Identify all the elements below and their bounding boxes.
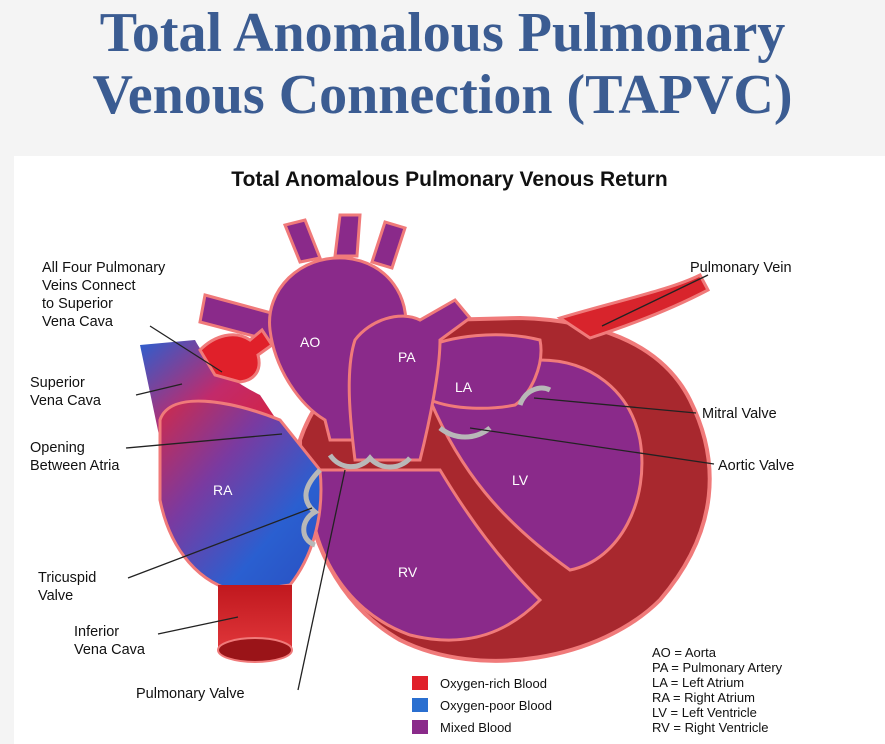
leader-ivc (157, 616, 239, 635)
aorta-branch-2 (333, 213, 362, 258)
legend-label-mixed: Mixed Blood (440, 720, 512, 735)
leader-pulm-vein (601, 274, 709, 327)
legend: Oxygen-rich Blood Oxygen-poor Blood Mixe… (412, 676, 552, 735)
label-tricuspid-2: Valve (38, 588, 73, 604)
label-ivc-2: Vena Cava (74, 642, 146, 658)
leader-opening (125, 433, 283, 449)
label-four-veins-3: to Superior (42, 296, 113, 312)
legend-swatch-oxygen-poor (412, 698, 428, 712)
aorta-branch-3 (370, 220, 407, 270)
label-opening-1: Opening (30, 440, 85, 456)
legend-label-oxygen-poor: Oxygen-poor Blood (440, 698, 552, 713)
abbreviations: AO = Aorta PA = Pulmonary Artery LA = Le… (652, 645, 783, 735)
mitral-valve (517, 385, 552, 406)
leader-four-veins (149, 325, 223, 373)
label-pulmonary-vein: Pulmonary Vein (690, 260, 792, 276)
pulmonary-valve (327, 453, 412, 470)
slide-title-line-2: Venous Connection (TAPVC) (92, 64, 793, 126)
abbrev-ao: AO = Aorta (652, 645, 717, 660)
leader-aortic (469, 427, 715, 465)
chamber-label-pa: PA (398, 349, 416, 365)
leader-tricuspid (127, 507, 313, 579)
legend-swatch-mixed (412, 720, 428, 734)
chamber-label-lv: LV (512, 472, 529, 488)
leader-mitral (533, 397, 697, 414)
leader-svc (135, 383, 183, 396)
label-mitral-valve: Mitral Valve (702, 406, 777, 422)
chamber-label-rv: RV (398, 564, 418, 580)
label-opening-2: Between Atria (30, 458, 120, 474)
inferior-vena-cava-opening (217, 637, 293, 663)
tricuspid-valve (301, 468, 322, 548)
right-atrium (158, 399, 323, 594)
inferior-vena-cava (218, 585, 292, 650)
abbrev-rv: RV = Right Ventricle (652, 720, 768, 735)
label-four-veins-4: Vena Cava (42, 314, 114, 330)
legend-swatch-oxygen-rich (412, 676, 428, 690)
abbrev-ra: RA = Right Atrium (652, 690, 755, 705)
abbrev-lv: LV = Left Ventricle (652, 705, 757, 720)
right-ventricle (308, 468, 543, 642)
label-four-veins-2: Veins Connect (42, 278, 136, 294)
chamber-label-ra: RA (213, 482, 233, 498)
left-atrium (418, 333, 543, 410)
chamber-label-ao: AO (300, 334, 320, 350)
chamber-label-la: LA (455, 379, 473, 395)
label-svc-2: Vena Cava (30, 393, 102, 409)
label-ivc-1: Inferior (74, 624, 119, 640)
legend-label-oxygen-rich: Oxygen-rich Blood (440, 676, 547, 691)
leader-pulm-valve (297, 469, 346, 691)
label-tricuspid-1: Tricuspid (38, 570, 96, 586)
aorta-branch-1 (282, 218, 323, 264)
slide-title: Total Anomalous Pulmonary Venous Connect… (0, 2, 885, 126)
slide-title-line-1: Total Anomalous Pulmonary (99, 2, 786, 64)
diagram-title: Total Anomalous Pulmonary Venous Return (231, 168, 668, 191)
pulmonary-vein (556, 273, 711, 340)
pulmonary-artery (347, 298, 473, 462)
label-aortic-valve: Aortic Valve (718, 458, 794, 474)
label-svc-1: Superior (30, 375, 85, 391)
label-four-veins-1: All Four Pulmonary (42, 260, 166, 276)
abbrev-la: LA = Left Atrium (652, 675, 744, 690)
abbrev-pa: PA = Pulmonary Artery (652, 660, 783, 675)
label-pulmonary-valve: Pulmonary Valve (136, 686, 245, 702)
